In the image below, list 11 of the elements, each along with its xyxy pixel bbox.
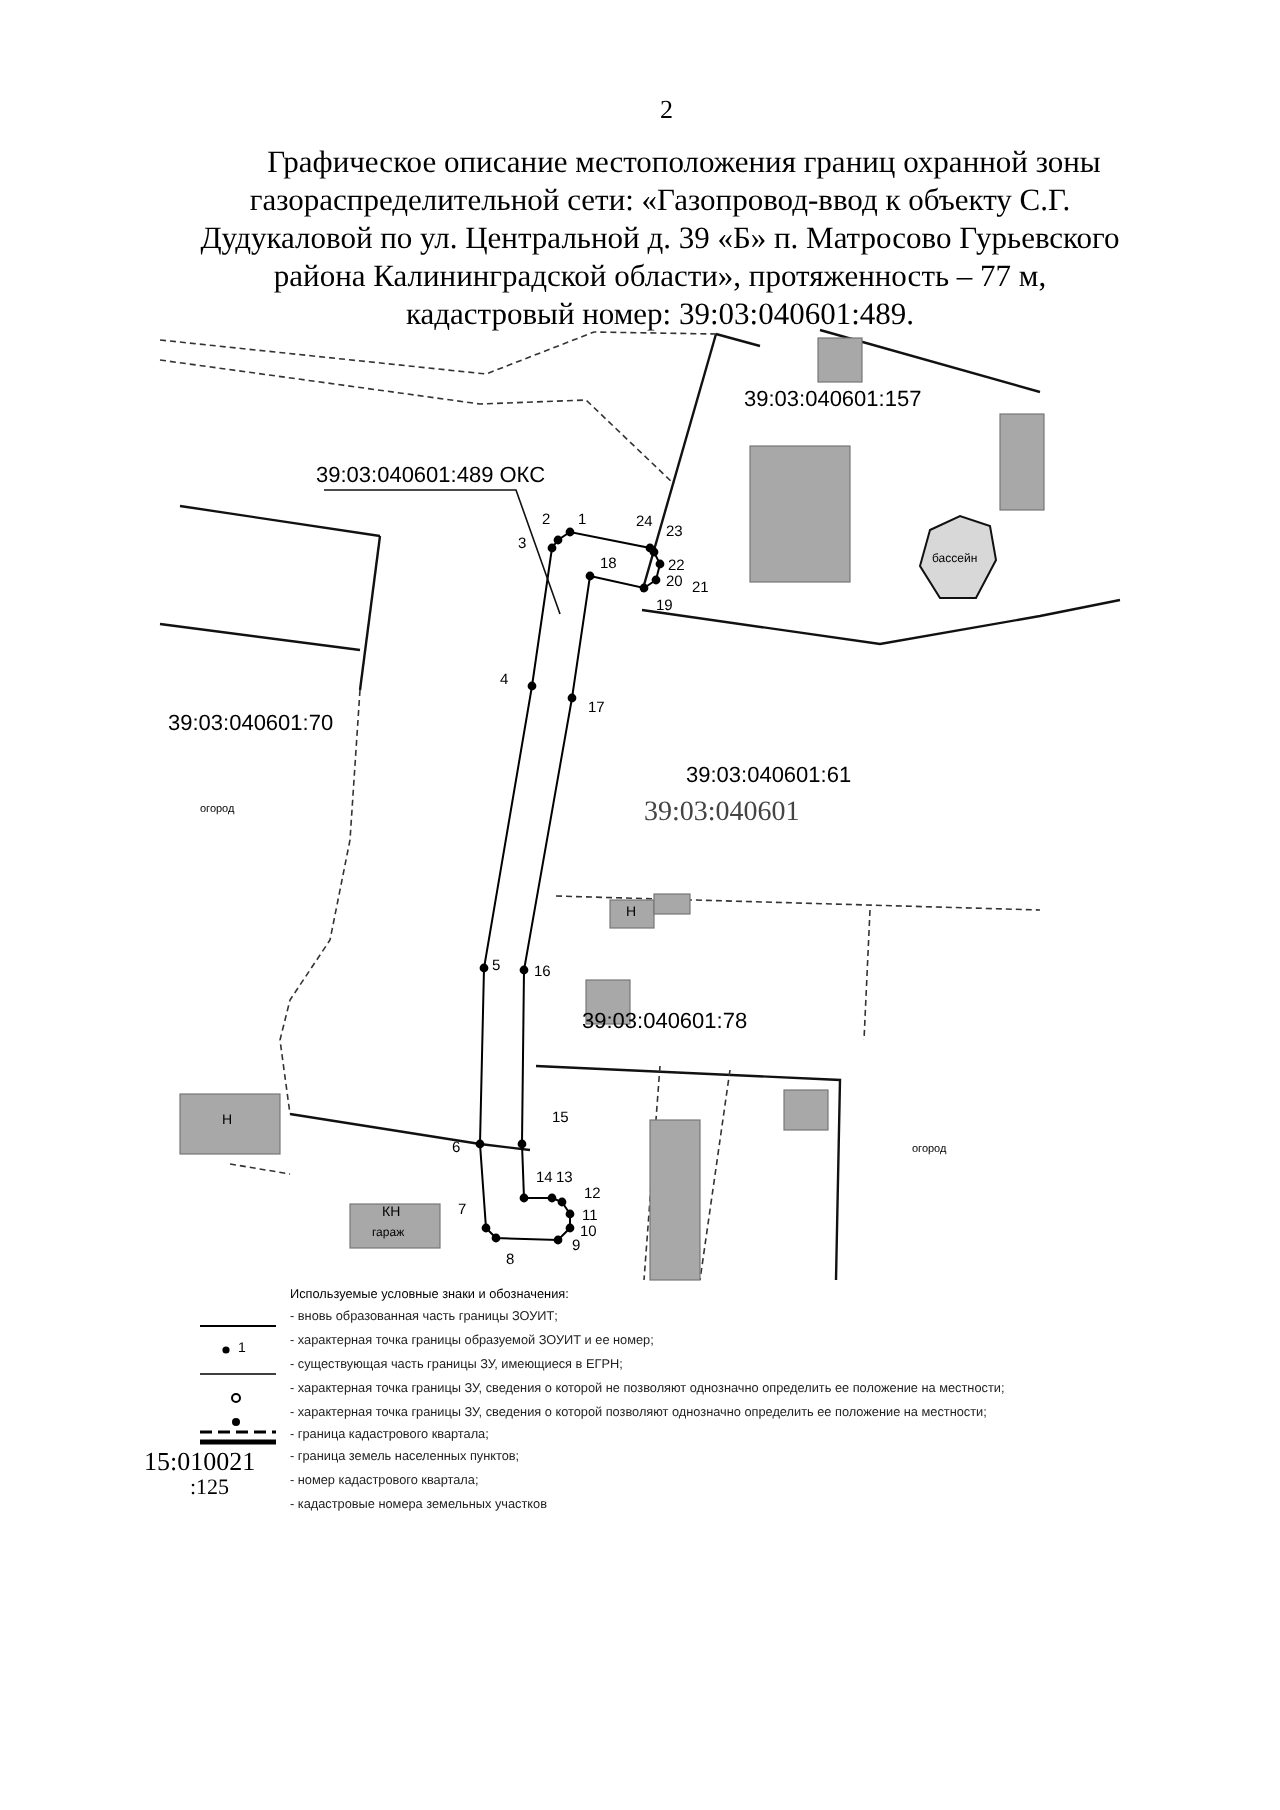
parcel-number: :125 [190, 1478, 230, 1500]
quarter-number: 39:03:040601 [644, 800, 800, 828]
quarter-number: 15:010021 [144, 1448, 256, 1474]
parcel-number: 39:03:040601:78 [582, 1012, 748, 1034]
heading: Графическое описание местоположения границ охранной зоны газораспределительной сети: «Газопровод-ввод к объекту С.Г. Дудукаловой по ул. Центральной д. 39 «Б» п. Матросово Гурьевского района Калининградской области», протяженность – 77 м, кадастровый номер: 39:03:040601:489. [200, 144, 1120, 334]
parcel-number: 39:03:040601:489 ОКС [316, 466, 546, 488]
page-number: 2 [660, 96, 673, 122]
parcel-number: 39:03:040601:157 [744, 390, 922, 412]
parcel-number: 39:03:040601:70 [168, 714, 334, 736]
parcel-number: 39:03:040601:61 [686, 766, 852, 788]
leader-line [323, 489, 561, 615]
